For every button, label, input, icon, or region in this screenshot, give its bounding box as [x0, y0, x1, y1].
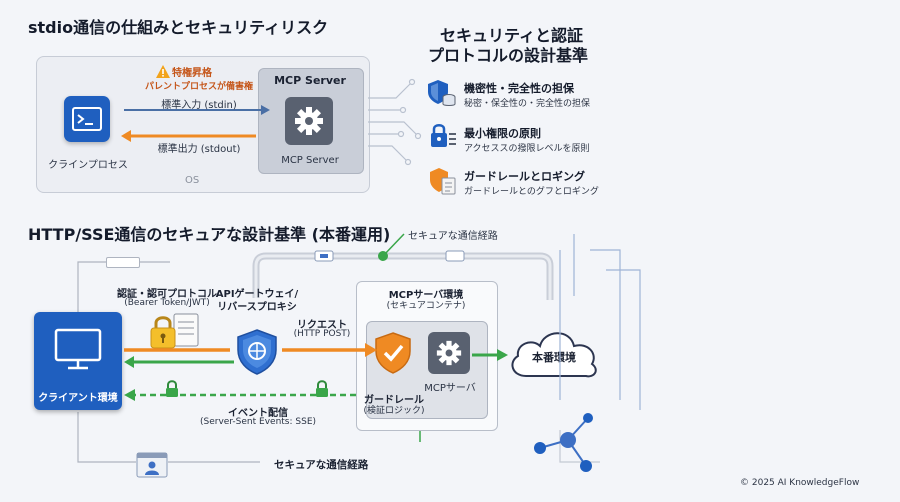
guardrail-label: ガードレール — [364, 395, 424, 406]
client-environment-label: クライアント環境 — [38, 393, 118, 404]
stdout-label: 標準出力 (stdout) — [157, 144, 241, 155]
security-title-line1: セキュリティと認証 — [440, 26, 584, 45]
item-2-title: 最小権限の原則 — [464, 127, 541, 140]
connector-icon — [106, 257, 140, 268]
item-1-title: 機密性・完全性の担保 — [464, 82, 574, 95]
mcp-gear-icon — [428, 332, 470, 374]
secure-path-top-label: セキュアな通信経路 — [408, 231, 498, 242]
mcp-server-header: MCP Server — [274, 74, 346, 87]
mcp-server-jp-label: MCPサーバ — [424, 383, 476, 394]
production-environment-label: 本番環境 — [532, 351, 576, 364]
lock-list-icon — [428, 121, 458, 151]
gateway-shield-icon — [234, 328, 280, 376]
guardrail-shield-icon — [372, 331, 414, 375]
request-sub: (HTTP POST) — [293, 329, 351, 339]
event-delivery-sub: (Server-Sent Events: SSE) — [199, 417, 317, 427]
security-title-line2: プロトコルの設計基準 — [428, 46, 589, 65]
stdio-section-title: stdio通信の仕組みとセキュリティリスク — [28, 18, 329, 37]
lock-document-icon — [146, 312, 204, 352]
mcp-env-sub: (セキュアコンテナ) — [386, 301, 466, 311]
shield-document-icon — [428, 166, 458, 196]
stdin-label: 標準入力 (stdin) — [161, 100, 237, 111]
event-delivery-label: イベント配信 — [228, 408, 288, 419]
guardrail-sub: (検証ロジック) — [363, 406, 425, 416]
lock-icon-left — [164, 380, 180, 398]
os-label: OS — [185, 175, 200, 186]
lock-icon-right — [314, 380, 330, 398]
gear-icon — [285, 97, 333, 145]
api-gateway-label: APIゲートウェイ/ — [215, 289, 299, 300]
warning-title: 特権昇格 — [172, 68, 212, 79]
mcp-env-label: MCPサーバ環境 — [388, 290, 464, 301]
request-label: リクエスト — [297, 320, 347, 331]
item-2-subtitle: アクセススの撥限レベルを原則 — [464, 144, 590, 154]
item-1-subtitle: 秘密・保全性の・完全性の担保 — [464, 99, 591, 109]
client-process-label: クラインプロセス — [48, 160, 128, 171]
warning-subtitle: パレントプロセスが備害権 — [144, 82, 253, 92]
item-3-subtitle: ガードレールとのグフとロギング — [464, 187, 599, 197]
monitor-icon — [54, 328, 102, 372]
warning-icon — [156, 63, 170, 78]
terminal-icon — [64, 96, 110, 142]
secure-path-bottom-label: セキュアな通信経路 — [274, 459, 369, 471]
auth-protocol-label: 認証・認可プロトコル — [117, 289, 217, 300]
copyright-text: © 2025 AI KnowledgeFlow — [740, 478, 860, 488]
http-sse-section-title: HTTP/SSE通信のセキュアな設計基準 (本番運用) — [28, 225, 391, 244]
reverse-proxy-label: リバースプロキシ — [217, 302, 297, 313]
item-3-title: ガードレールとロギング — [464, 170, 585, 183]
user-card-icon — [136, 452, 168, 478]
auth-protocol-sub: (Bearer Token/JWT) — [124, 298, 210, 308]
shield-database-icon — [426, 78, 456, 108]
mcp-server-label: MCP Server — [281, 155, 339, 166]
